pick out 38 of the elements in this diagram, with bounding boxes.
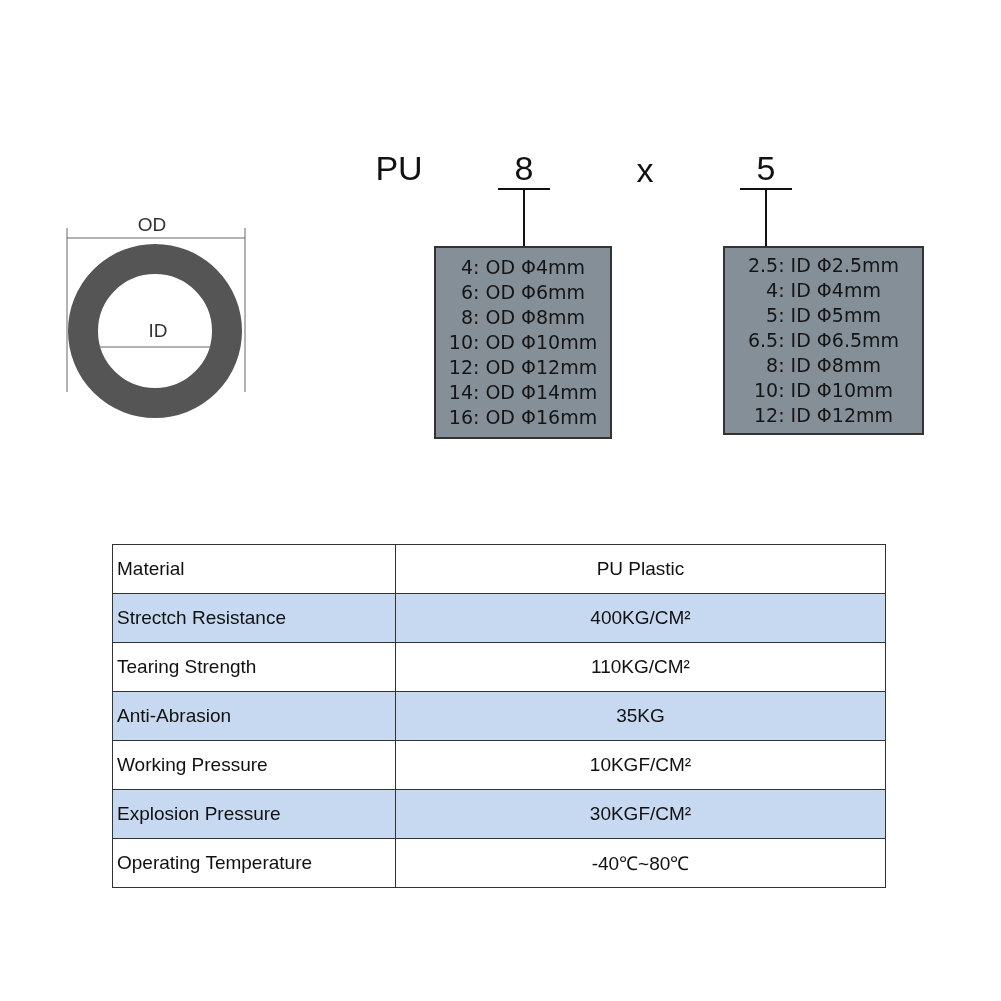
leader-line <box>765 189 767 247</box>
property-name: Tearing Strength <box>112 642 396 692</box>
size-entry: 10: ID Φ10mm <box>753 378 893 403</box>
property-value: 400KG/CM² <box>395 593 886 643</box>
size-entry: 5: ID Φ5mm <box>766 303 881 328</box>
size-entry: 4: ID Φ4mm <box>766 278 881 303</box>
property-name: Anti-Abrasion <box>112 691 396 741</box>
size-entry: 10: OD Φ10mm <box>448 330 598 355</box>
code-prefix: PU <box>374 148 424 188</box>
property-value: 110KG/CM² <box>395 642 886 692</box>
size-entry: 8: OD Φ8mm <box>460 305 586 330</box>
size-entry: 14: OD Φ14mm <box>448 380 598 405</box>
size-table-panel <box>723 246 924 435</box>
property-value: 30KGF/CM² <box>395 789 886 839</box>
dimension-label: OD <box>136 214 168 236</box>
property-value: PU Plastic <box>395 544 886 594</box>
property-name: Operating Temperature <box>112 838 396 888</box>
property-name: Strectch Resistance <box>112 593 396 643</box>
property-name: Material <box>112 544 396 594</box>
dimension-label: ID <box>147 320 169 342</box>
size-entry: 8: ID Φ8mm <box>766 353 881 378</box>
code-digit: 5 <box>740 148 792 190</box>
property-name: Explosion Pressure <box>112 789 396 839</box>
size-entry: 12: OD Φ12mm <box>448 355 598 380</box>
size-entry: 4: OD Φ4mm <box>460 255 586 280</box>
property-value: -40℃~80℃ <box>395 838 886 888</box>
size-table-panel <box>434 246 612 439</box>
size-entry: 6: OD Φ6mm <box>460 280 586 305</box>
property-name: Working Pressure <box>112 740 396 790</box>
size-entry: 6.5: ID Φ6.5mm <box>747 328 900 353</box>
property-value: 10KGF/CM² <box>395 740 886 790</box>
size-entry: 2.5: ID Φ2.5mm <box>747 253 900 278</box>
size-entry: 12: ID Φ12mm <box>753 403 893 428</box>
code-digit: 8 <box>498 148 550 190</box>
leader-line <box>523 189 525 247</box>
size-entry: 16: OD Φ16mm <box>448 405 598 430</box>
property-value: 35KG <box>395 691 886 741</box>
multiplication-sign: x <box>635 150 655 190</box>
